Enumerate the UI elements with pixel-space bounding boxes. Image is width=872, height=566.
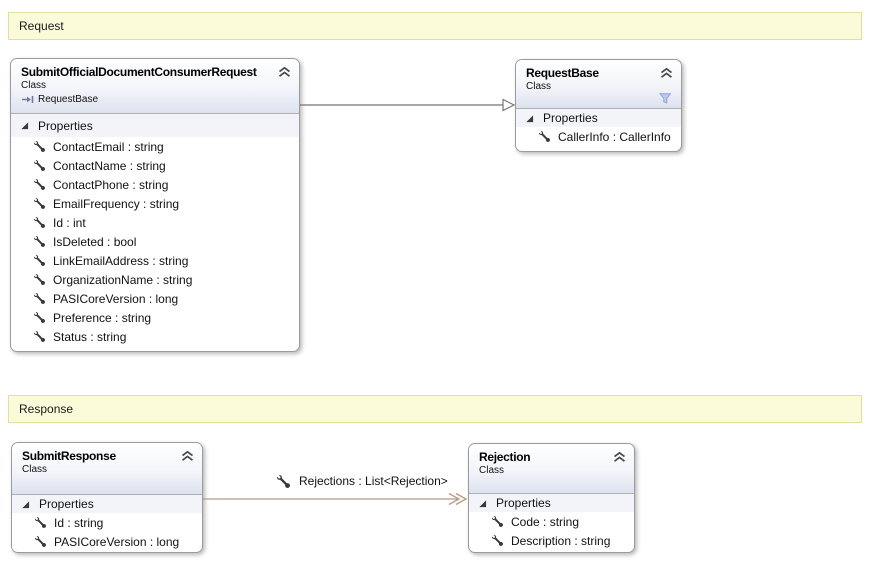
properties-compartment-header[interactable]: Properties (469, 493, 634, 512)
property-row[interactable]: ContactEmail : string (11, 137, 299, 156)
class-title: RequestBase (526, 66, 599, 80)
inherits-icon (21, 95, 34, 104)
class-kind-label: Class (526, 81, 552, 92)
wrench-icon (34, 293, 45, 304)
class-box-request-base[interactable]: RequestBase Class Properties CallerInfo … (515, 59, 682, 152)
property-label: Code : string (511, 514, 580, 529)
property-row[interactable]: PASICoreVersion : long (12, 532, 202, 551)
compartment-label: Properties (39, 497, 94, 511)
collapse-chevron-icon[interactable] (613, 452, 626, 462)
property-label: Id : string (54, 515, 104, 530)
property-label: Id : int (53, 215, 86, 230)
property-label: Preference : string (53, 310, 152, 325)
association-edge[interactable] (203, 492, 468, 506)
inheritance-arrowhead-icon (502, 98, 516, 112)
class-kind-label: Class (21, 80, 47, 91)
property-row[interactable]: Id : int (11, 213, 299, 232)
association-arrowhead-icon (455, 492, 468, 506)
wrench-icon (277, 474, 290, 488)
wrench-icon (492, 535, 503, 546)
class-header: SubmitOfficialDocumentConsumerRequest Cl… (11, 59, 299, 113)
group-label: Response (19, 402, 74, 416)
class-header: Rejection Class (469, 444, 634, 493)
wrench-icon (34, 160, 45, 171)
property-label: Description : string (511, 533, 611, 548)
properties-compartment-header[interactable]: Properties (11, 113, 299, 137)
properties-compartment-header[interactable]: Properties (12, 494, 202, 513)
property-row[interactable]: LinkEmailAddress : string (11, 251, 299, 270)
property-label: PASICoreVersion : long (54, 534, 180, 549)
collapse-chevron-icon[interactable] (660, 68, 673, 78)
property-label: ContactName : string (53, 158, 166, 173)
property-label: IsDeleted : bool (53, 234, 137, 249)
wrench-icon (35, 536, 46, 547)
expander-icon[interactable] (20, 121, 29, 130)
property-row[interactable]: EmailFrequency : string (11, 194, 299, 213)
class-title: Rejection (479, 450, 531, 464)
collapse-chevron-icon[interactable] (181, 451, 194, 461)
property-row[interactable]: OrganizationName : string (11, 270, 299, 289)
class-header: RequestBase Class (516, 60, 681, 108)
properties-compartment-header[interactable]: Properties (516, 108, 681, 127)
group-banner-response[interactable]: Response (8, 395, 862, 423)
filter-funnel-icon[interactable] (659, 92, 672, 105)
property-label: EmailFrequency : string (53, 196, 180, 211)
wrench-icon (34, 179, 45, 190)
property-row[interactable]: CallerInfo : CallerInfo (516, 127, 681, 146)
wrench-icon (34, 274, 45, 285)
expander-icon[interactable] (21, 500, 30, 509)
property-label: ContactEmail : string (53, 139, 164, 154)
class-title: SubmitOfficialDocumentConsumerRequest (21, 65, 257, 79)
class-kind-label: Class (479, 465, 505, 476)
property-row[interactable]: Preference : string (11, 308, 299, 327)
property-row[interactable]: Description : string (469, 531, 634, 550)
class-title: SubmitResponse (22, 449, 116, 463)
property-label: LinkEmailAddress : string (53, 253, 189, 268)
property-label: ContactPhone : string (53, 177, 169, 192)
expander-icon[interactable] (525, 114, 534, 123)
property-row[interactable]: PASICoreVersion : long (11, 289, 299, 308)
property-row[interactable]: Status : string (11, 327, 299, 346)
class-header: SubmitResponse Class (12, 443, 202, 494)
class-box-rejection[interactable]: Rejection Class Properties Code : string… (468, 443, 635, 553)
wrench-icon (35, 517, 46, 528)
wrench-icon (34, 217, 45, 228)
property-label: Status : string (53, 329, 127, 344)
wrench-icon (34, 198, 45, 209)
collapse-chevron-icon[interactable] (278, 67, 291, 77)
association-arrowhead-icon (448, 492, 461, 506)
property-row[interactable]: Id : string (12, 513, 202, 532)
compartment-label: Properties (543, 111, 598, 125)
group-banner-request[interactable]: Request (8, 12, 862, 40)
property-row[interactable]: ContactName : string (11, 156, 299, 175)
property-label: PASICoreVersion : long (53, 291, 179, 306)
wrench-icon (34, 331, 45, 342)
compartment-label: Properties (38, 118, 93, 133)
class-kind-label: Class (22, 464, 48, 475)
association-label-text: Rejections : List<Rejection> (299, 474, 448, 488)
inheritance-edge[interactable] (300, 98, 516, 112)
property-row[interactable]: ContactPhone : string (11, 175, 299, 194)
association-label[interactable]: Rejections : List<Rejection> (277, 474, 448, 488)
compartment-label: Properties (496, 496, 551, 510)
wrench-icon (539, 131, 550, 142)
property-row[interactable]: Code : string (469, 512, 634, 531)
base-type-label: RequestBase (38, 94, 99, 105)
wrench-icon (492, 516, 503, 527)
wrench-icon (34, 236, 45, 247)
property-label: CallerInfo : CallerInfo (558, 129, 671, 144)
property-row[interactable]: IsDeleted : bool (11, 232, 299, 251)
class-box-submit-response[interactable]: SubmitResponse Class Properties Id : str… (11, 442, 203, 553)
property-label: OrganizationName : string (53, 272, 193, 287)
class-box-submit-official-document-consumer-request[interactable]: SubmitOfficialDocumentConsumerRequest Cl… (10, 58, 300, 352)
expander-icon[interactable] (478, 499, 487, 508)
wrench-icon (34, 312, 45, 323)
wrench-icon (34, 141, 45, 152)
wrench-icon (34, 255, 45, 266)
group-label: Request (19, 19, 64, 33)
base-type-row: RequestBase (21, 94, 273, 105)
